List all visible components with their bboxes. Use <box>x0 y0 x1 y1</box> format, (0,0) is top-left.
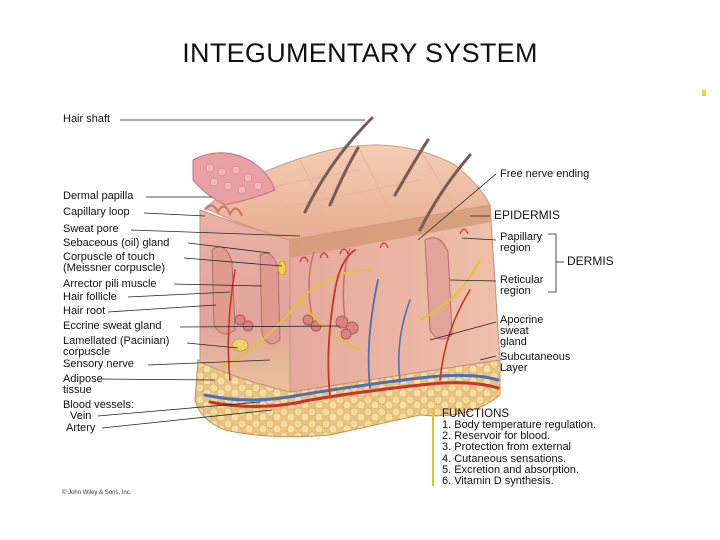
function-item: 3. Protection from external <box>442 441 572 454</box>
function-item: 1. Body temperature regulation. <box>442 419 597 431</box>
label-corpuscle-touch: Corpuscle of touch <box>63 251 155 263</box>
functions-list: FUNCTIONS 1. Body temperature regulation… <box>432 408 652 488</box>
subcutaneous-layer <box>194 359 501 438</box>
label-epidermis: EPIDERMIS <box>494 208 561 222</box>
label-apocrine: Apocrine <box>500 314 544 326</box>
function-item: 6. Vitamin D synthesis. <box>442 475 554 488</box>
label-blood-vessels: Blood vessels: <box>63 399 134 411</box>
label-subcutaneous: Subcutaneous <box>500 351 571 363</box>
epidermis-band <box>290 205 491 258</box>
label-free-nerve-ending: Free nerve ending <box>500 168 590 180</box>
function-item: 5. Excretion and absorption. <box>442 463 579 476</box>
label-lamellated-corpuscle: corpuscle <box>63 346 111 358</box>
function-item: 4. Cutaneous sensations. <box>442 452 567 465</box>
label-hair-shaft: Hair shaft <box>63 113 111 125</box>
label-reticular-region: region <box>500 285 531 297</box>
label-hair-follicle: Hair follicle <box>63 291 117 303</box>
label-sweat-pore: Sweat pore <box>63 223 119 235</box>
function-item: 2. Reservoir for blood. <box>442 430 551 443</box>
label-meissner-corpuscle: (Meissner corpuscle) <box>63 262 166 274</box>
label-apocrine-sweat: sweat <box>500 325 529 337</box>
copyright-credit: © John Wiley & Sons, Inc. <box>62 490 132 496</box>
label-apocrine-gland: gland <box>500 336 527 348</box>
label-capillary-loop: Capillary loop <box>63 206 130 218</box>
functions-heading: FUNCTIONS <box>442 408 510 420</box>
hair-4 <box>418 153 472 232</box>
hair-1 <box>303 116 374 214</box>
label-sebaceous-gland: Sebaceous (oil) gland <box>63 237 170 249</box>
label-subcutaneous-layer: Layer <box>500 362 528 374</box>
label-dermis: DERMIS <box>567 254 614 268</box>
label-lamellated: Lamellated (Pacinian) <box>63 335 170 347</box>
label-hair-root: Hair root <box>63 305 106 317</box>
skin-surface <box>204 144 491 241</box>
label-dermal-papilla: Dermal papilla <box>63 190 134 202</box>
label-eccrine-gland: Eccrine sweat gland <box>63 320 162 332</box>
label-vein: Vein <box>70 410 92 422</box>
label-artery: Artery <box>66 422 96 434</box>
slide-title: INTEGUMENTARY SYSTEM <box>182 38 538 68</box>
label-reticular: Reticular <box>500 274 544 286</box>
artery-vessel <box>208 381 500 409</box>
corner-mark <box>702 90 706 96</box>
hair-2 <box>328 146 360 207</box>
label-sensory-nerve: Sensory nerve <box>63 358 134 370</box>
label-papillary: Papillary <box>500 231 543 243</box>
vein-vessel <box>203 373 500 402</box>
label-papillary-region: region <box>500 242 531 254</box>
label-adipose: Adipose <box>63 373 103 385</box>
label-arrector-pili: Arrector pili muscle <box>63 278 157 290</box>
label-adipose-tissue: tissue <box>63 384 92 396</box>
hair-3 <box>393 138 430 197</box>
